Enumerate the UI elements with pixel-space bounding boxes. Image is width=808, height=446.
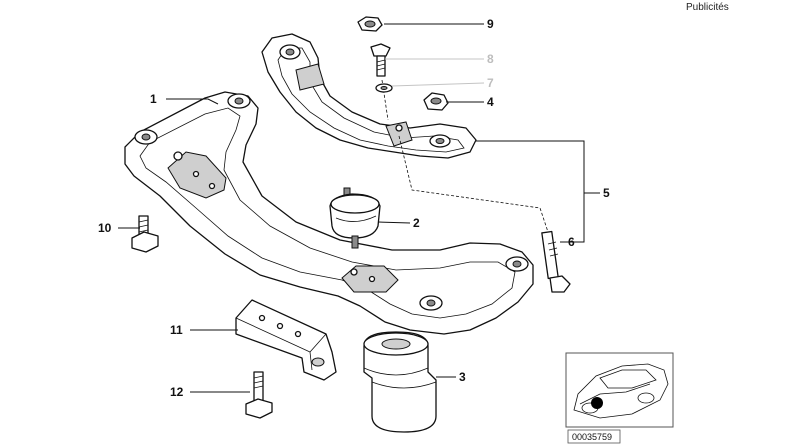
crossmember-hole [505, 256, 529, 272]
part-3-cylinder-mount[interactable] [363, 331, 437, 433]
assembly-line [398, 135, 551, 239]
part-10-bolt[interactable] [131, 215, 159, 253]
bracket-hole [429, 134, 451, 148]
callout-7[interactable]: 7 [487, 76, 494, 90]
part-6-bolt[interactable] [541, 230, 571, 293]
vehicle-location-inset[interactable]: 00035759 [565, 352, 674, 444]
part-7-washer[interactable] [375, 83, 393, 93]
part-4-nut[interactable] [423, 92, 449, 111]
part-1-crossmember[interactable] [124, 91, 534, 335]
callout-labels: 1 2 3 4 5 6 7 8 9 10 11 12 [98, 17, 610, 399]
crossmember-hole [227, 93, 251, 109]
callout-10[interactable]: 10 [98, 221, 112, 235]
callout-11[interactable]: 11 [170, 323, 183, 337]
callout-3[interactable]: 3 [459, 370, 466, 384]
callout-5[interactable]: 5 [603, 186, 610, 200]
ads-label[interactable]: Publicités [686, 2, 729, 13]
part-9-nut[interactable] [357, 16, 383, 32]
callout-12[interactable]: 12 [170, 385, 184, 399]
part-11-plate[interactable] [235, 299, 337, 381]
location-marker-icon [591, 397, 603, 409]
callout-6[interactable]: 6 [568, 235, 575, 249]
bracket-hole [279, 44, 301, 60]
car-outline-icon [573, 363, 669, 419]
part-2-rubber-mount[interactable] [329, 187, 381, 249]
callout-2[interactable]: 2 [413, 216, 420, 230]
part-12-bolt[interactable] [245, 371, 273, 419]
callout-9[interactable]: 9 [487, 17, 494, 31]
crossmember-hole [419, 295, 443, 311]
callout-leaders [118, 23, 600, 393]
part-8-bolt[interactable] [370, 43, 391, 77]
part-5-bracket[interactable] [261, 33, 477, 159]
callout-4[interactable]: 4 [487, 95, 494, 109]
callout-8[interactable]: 8 [487, 52, 494, 66]
diagram-code: 00035759 [572, 432, 612, 442]
crossmember-hole [134, 129, 158, 145]
callout-1[interactable]: 1 [150, 92, 157, 106]
